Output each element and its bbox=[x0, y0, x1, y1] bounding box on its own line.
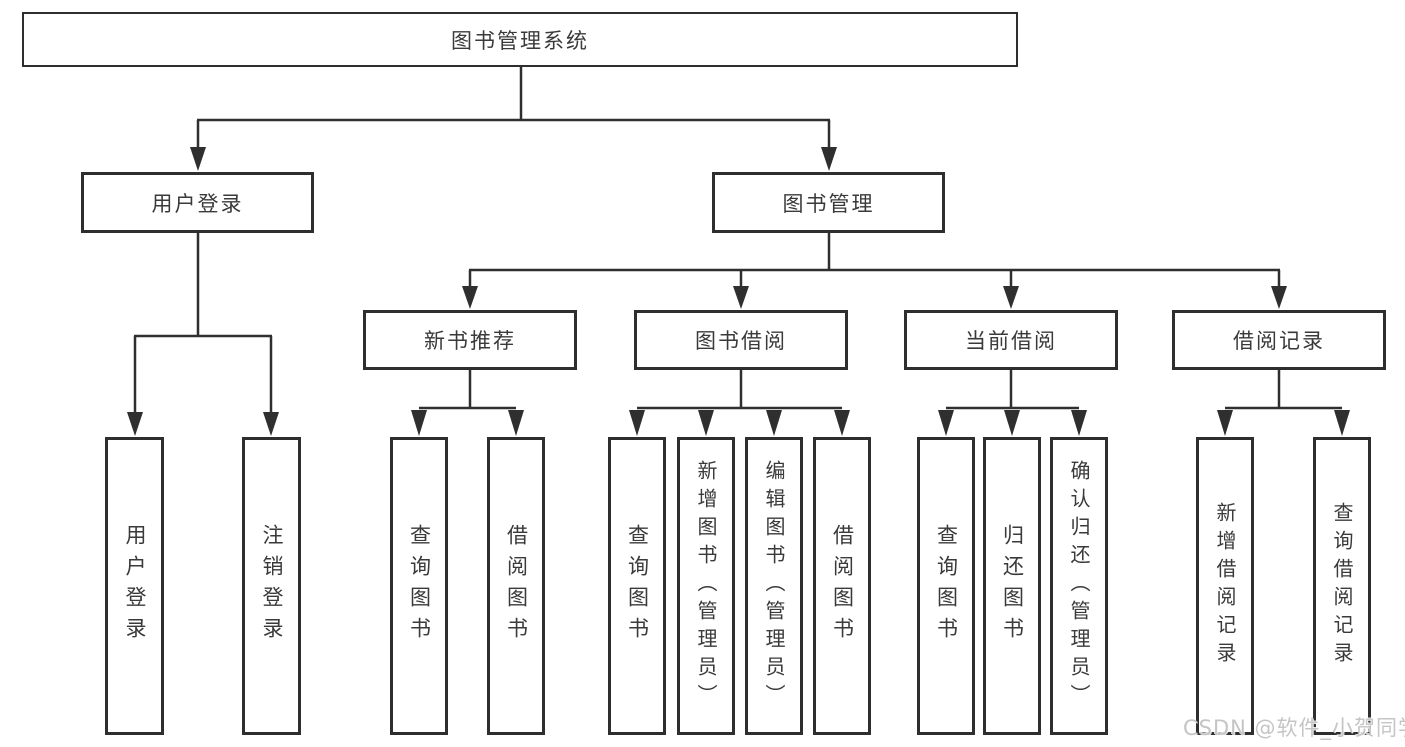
leaf-label: 编辑图书（管理员） bbox=[762, 460, 786, 712]
leaf-borrowing-borrow-books: 借阅图书 bbox=[813, 437, 871, 735]
node-label: 当前借阅 bbox=[965, 329, 1057, 353]
node-label: 图书借阅 bbox=[695, 329, 787, 353]
node-book-management: 图书管理 bbox=[712, 172, 945, 233]
node-current-borrowing: 当前借阅 bbox=[904, 310, 1118, 370]
leaf-label: 查询借阅记录 bbox=[1330, 502, 1354, 670]
leaf-user-login: 用户登录 bbox=[105, 437, 164, 735]
leaf-newbook-query-books: 查询图书 bbox=[390, 437, 448, 735]
leaf-label: 新增借阅记录 bbox=[1213, 502, 1237, 670]
node-borrowing-records: 借阅记录 bbox=[1172, 310, 1386, 370]
leaf-return-books: 归还图书 bbox=[983, 437, 1041, 735]
leaf-confirm-return-admin: 确认归还（管理员） bbox=[1050, 437, 1108, 735]
leaf-label: 查询图书 bbox=[934, 524, 959, 648]
node-label: 借阅记录 bbox=[1233, 329, 1325, 353]
node-label: 图书管理系统 bbox=[451, 28, 589, 53]
leaf-label: 归还图书 bbox=[1000, 524, 1025, 648]
leaf-add-borrow-record: 新增借阅记录 bbox=[1196, 437, 1254, 735]
leaf-label: 注销登录 bbox=[260, 524, 284, 648]
leaf-logout: 注销登录 bbox=[242, 437, 301, 735]
node-book-borrowing: 图书借阅 bbox=[634, 310, 848, 370]
leaf-label: 借阅图书 bbox=[504, 524, 529, 648]
leaf-add-books-admin: 新增图书（管理员） bbox=[677, 437, 735, 735]
node-library-management-system: 图书管理系统 bbox=[22, 12, 1018, 67]
leaf-borrowing-query-books: 查询图书 bbox=[608, 437, 666, 735]
leaf-current-query-books: 查询图书 bbox=[917, 437, 975, 735]
leaf-edit-books-admin: 编辑图书（管理员） bbox=[745, 437, 803, 735]
node-user-login: 用户登录 bbox=[81, 172, 314, 233]
leaf-label: 借阅图书 bbox=[830, 524, 855, 648]
node-label: 用户登录 bbox=[151, 191, 244, 216]
leaf-newbook-borrow-books: 借阅图书 bbox=[487, 437, 545, 735]
node-label: 图书管理 bbox=[782, 191, 875, 216]
leaf-label: 查询图书 bbox=[625, 524, 650, 648]
leaf-query-borrow-record: 查询借阅记录 bbox=[1313, 437, 1371, 735]
leaf-label: 用户登录 bbox=[123, 524, 147, 648]
leaf-label: 新增图书（管理员） bbox=[694, 460, 718, 712]
node-label: 新书推荐 bbox=[424, 329, 516, 353]
csdn-watermark: CSDN @软件_小贺同学 bbox=[1183, 716, 1405, 740]
leaf-label: 查询图书 bbox=[407, 524, 432, 648]
leaf-label: 确认归还（管理员） bbox=[1067, 460, 1091, 712]
node-new-book-recommendation: 新书推荐 bbox=[363, 310, 577, 370]
